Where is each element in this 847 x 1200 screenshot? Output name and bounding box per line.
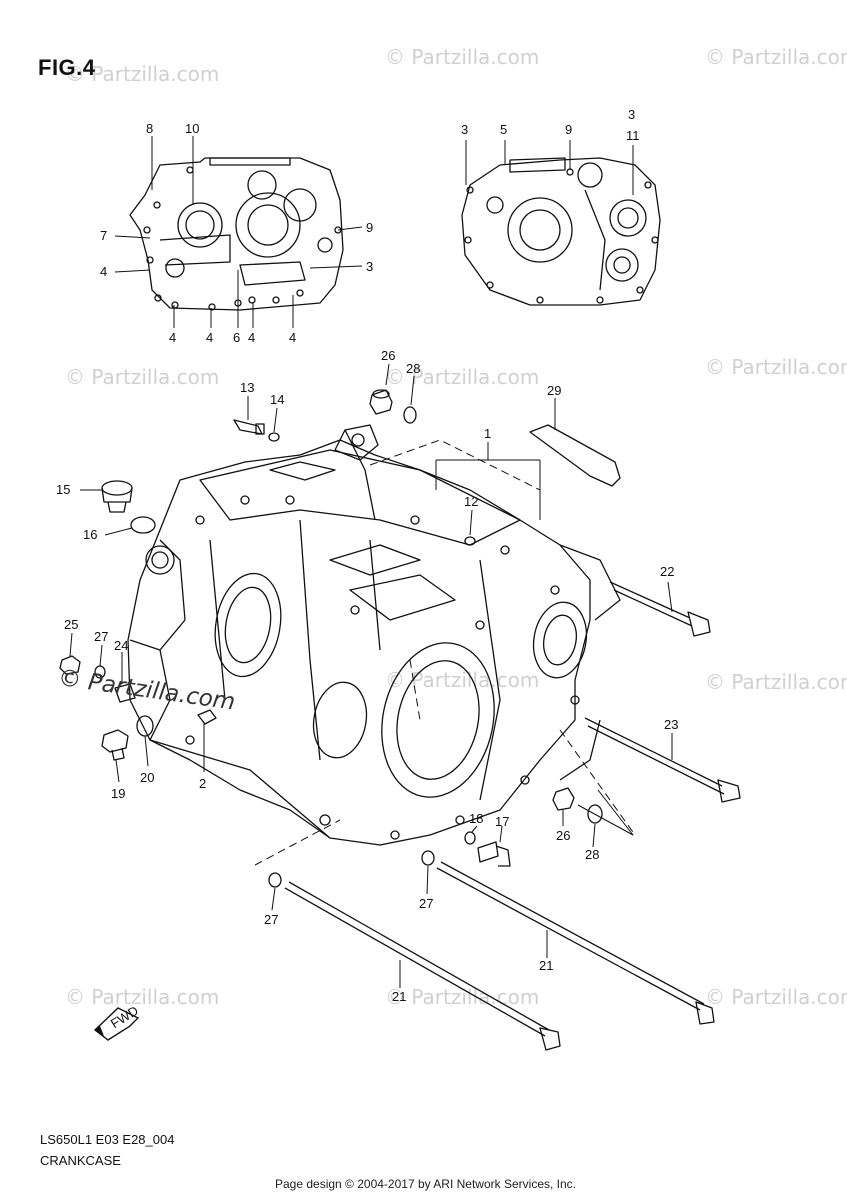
- watermark-5: © Partzilla.com: [385, 365, 540, 389]
- callout: 4: [248, 330, 255, 345]
- callout: 1: [484, 426, 491, 441]
- callout: 29: [547, 383, 561, 398]
- callout: 21: [539, 958, 553, 973]
- callout: 27: [94, 629, 108, 644]
- callout: 28: [406, 361, 420, 376]
- callout: 9: [565, 122, 572, 137]
- callout: 11: [626, 128, 640, 143]
- part-24: [114, 683, 136, 703]
- callout: 3: [628, 107, 635, 122]
- callout: 27: [264, 912, 278, 927]
- part-14: [268, 432, 280, 442]
- callout: 14: [270, 392, 284, 407]
- part-26-lower: [552, 787, 575, 811]
- page-credit: Page design © 2004-2017 by ARI Network S…: [275, 1177, 577, 1191]
- callout: 9: [366, 220, 373, 235]
- part-2: [197, 709, 217, 725]
- callout-labels: 8 10 7 4 9 3 4 4 6 4 4 3 5 9 3 11 26 28 …: [56, 107, 678, 1004]
- callout: 22: [660, 564, 674, 579]
- callout: 28: [585, 847, 599, 862]
- callout: 4: [206, 330, 213, 345]
- part-21-left: [284, 881, 561, 1051]
- part-27-low: [268, 872, 282, 888]
- part-12: [464, 536, 476, 546]
- watermark-7: © Partzilla.com: [385, 668, 540, 692]
- callout: 3: [366, 259, 373, 274]
- watermark-4: © Partzilla.com: [65, 365, 220, 389]
- callout: 16: [83, 527, 97, 542]
- callout: 26: [556, 828, 570, 843]
- callout: 25: [64, 617, 78, 632]
- part-18: [464, 831, 476, 845]
- callout: 3: [461, 122, 468, 137]
- watermark-8: © Partzilla.com: [705, 670, 847, 694]
- callout: 23: [664, 717, 678, 732]
- leader-lines: [69, 136, 673, 988]
- part-15: [101, 480, 133, 513]
- callout: 24: [114, 638, 128, 653]
- part-19: [101, 729, 129, 761]
- callout: 8: [146, 121, 153, 136]
- case-left-half-view: [129, 157, 344, 311]
- part-21-right: [436, 861, 715, 1025]
- watermark-6: © Partzilla.com: [705, 355, 847, 379]
- part-27-mid: [421, 850, 435, 866]
- callout: 27: [419, 896, 433, 911]
- case-right-half-view: [461, 157, 661, 306]
- part-13: [233, 419, 265, 435]
- part-28-lower: [587, 804, 603, 824]
- callout: 10: [185, 121, 199, 136]
- part-22: [609, 581, 711, 637]
- callout: 4: [100, 264, 107, 279]
- callout: 19: [111, 786, 125, 801]
- callout: 4: [169, 330, 176, 345]
- callout: 13: [240, 380, 254, 395]
- callout: 15: [56, 482, 70, 497]
- watermark-1: © Partzilla.com: [65, 62, 220, 86]
- callout: 7: [100, 228, 107, 243]
- watermark-2: © Partzilla.com: [385, 45, 540, 69]
- watermark-3: © Partzilla.com: [705, 45, 847, 69]
- callout: 21: [392, 989, 406, 1004]
- part-28-upper: [403, 406, 417, 424]
- callout: 2: [199, 776, 206, 791]
- part-26-upper: [369, 389, 393, 415]
- part-29: [529, 424, 621, 487]
- callout: 4: [289, 330, 296, 345]
- diagram-name: CRANKCASE: [40, 1153, 121, 1168]
- callout: 12: [464, 494, 478, 509]
- watermark-9: © Partzilla.com: [65, 985, 220, 1009]
- callout: 6: [233, 330, 240, 345]
- callout: 18: [469, 811, 483, 826]
- part-23: [584, 717, 741, 803]
- watermark-11: © Partzilla.com: [705, 985, 847, 1009]
- callout: 5: [500, 122, 507, 137]
- figure-title: FIG.4: [38, 55, 96, 80]
- diagram-code: LS650L1 E03 E28_004: [40, 1132, 175, 1147]
- callout: 26: [381, 348, 395, 363]
- fwd-arrow-icon: FWD: [93, 1003, 141, 1041]
- part-20: [136, 715, 154, 737]
- part-25: [59, 655, 81, 675]
- part-17: [477, 841, 511, 867]
- part-16: [130, 516, 156, 534]
- callout: 17: [495, 814, 509, 829]
- assembly-lines: [254, 439, 636, 866]
- crankcase-main-body: [127, 424, 621, 846]
- callout: 20: [140, 770, 154, 785]
